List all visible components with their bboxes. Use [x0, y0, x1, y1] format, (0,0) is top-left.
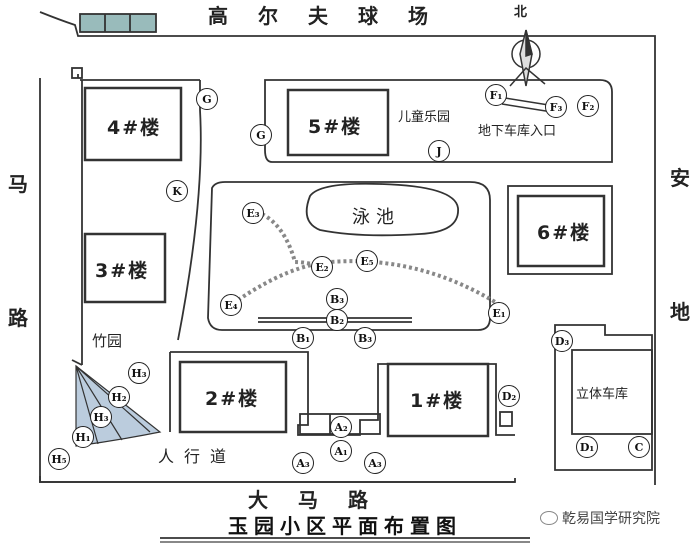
watermark: 乾易国学研究院	[540, 508, 660, 528]
marker-e3: E₃	[242, 202, 264, 224]
garden-path	[236, 212, 502, 307]
marker-d2: D₂	[498, 385, 520, 407]
building-1-label: 1#楼	[410, 390, 465, 412]
gatehouse	[79, 13, 157, 33]
parking-tower	[554, 324, 653, 471]
marker-e4: E₄	[220, 294, 242, 316]
street-right-top-label: 安	[670, 166, 690, 190]
compass-north-label: 北	[514, 5, 528, 20]
marker-h3-mid: H₃	[90, 406, 112, 428]
street-left-top-label: 马	[8, 172, 28, 196]
building-2-label: 2#楼	[205, 388, 260, 410]
building-6-label: 6#楼	[537, 222, 592, 244]
top-boundary-line	[39, 11, 656, 485]
parking-tower-label: 立体车库	[576, 387, 629, 402]
marker-h5: H₅	[48, 448, 70, 470]
marker-b1: B₁	[292, 327, 314, 349]
marker-h1: H₁	[72, 426, 94, 448]
title-underline	[160, 537, 530, 543]
building-6-outer	[507, 185, 613, 275]
building-3	[83, 232, 167, 304]
marker-h2: H₂	[108, 386, 130, 408]
marker-k: K	[166, 180, 188, 202]
building-3-label: 3#楼	[95, 260, 150, 282]
marker-h3-top: H₃	[128, 362, 150, 384]
marker-f1: F₁	[485, 84, 507, 106]
sidewalk-line	[169, 351, 515, 436]
marker-a1-center: A₁	[330, 440, 352, 462]
marker-e1: E₁	[488, 302, 510, 324]
building-2	[178, 360, 288, 434]
marker-a2: A₂	[330, 416, 352, 438]
compass-icon	[509, 29, 546, 87]
marker-c: C	[628, 436, 650, 458]
marker-d3: D₃	[551, 330, 573, 352]
pool-label: 泳池	[352, 207, 400, 228]
marker-b3-top: B₃	[326, 288, 348, 310]
marker-b2: B₂	[326, 309, 348, 331]
marker-e5: E₅	[356, 250, 378, 272]
watermark-label: 乾易国学研究院	[562, 511, 660, 527]
sidewalk-label: 人行道	[158, 447, 237, 466]
parking-tower-inner	[571, 349, 653, 435]
building-5-compound	[264, 79, 613, 163]
marker-f2: F₂	[577, 95, 599, 117]
building-5-label: 5#楼	[308, 116, 363, 138]
street-bottom-label: 大马路	[248, 488, 398, 512]
underground-garage-label: 地下车库入口	[478, 124, 557, 139]
marker-f3: F₃	[545, 96, 567, 118]
building-1	[386, 362, 490, 438]
street-left-bottom-label: 路	[8, 306, 28, 330]
marker-g-2: G	[250, 124, 272, 146]
marker-d1: D₁	[576, 436, 598, 458]
marker-b3-right: B₃	[354, 327, 376, 349]
street-top-label: 高尔夫球场	[208, 4, 458, 28]
building-6	[516, 194, 606, 268]
pool	[305, 182, 459, 237]
map-title: 玉园小区平面布置图	[228, 514, 462, 538]
wechat-icon	[540, 511, 558, 525]
playground-label: 儿童乐园	[398, 110, 451, 125]
marker-a3-left: A₃	[292, 452, 314, 474]
street-right-bottom-label: 地	[670, 300, 690, 324]
marker-j: J	[428, 140, 450, 162]
marker-g-1: G	[196, 88, 218, 110]
building-5	[286, 88, 390, 157]
building-4-label: 4#楼	[107, 117, 162, 139]
building-4	[83, 86, 183, 162]
marker-a3-right: A₃	[364, 452, 386, 474]
bamboo-garden-label: 竹园	[92, 332, 123, 350]
marker-e2: E₂	[311, 256, 333, 278]
